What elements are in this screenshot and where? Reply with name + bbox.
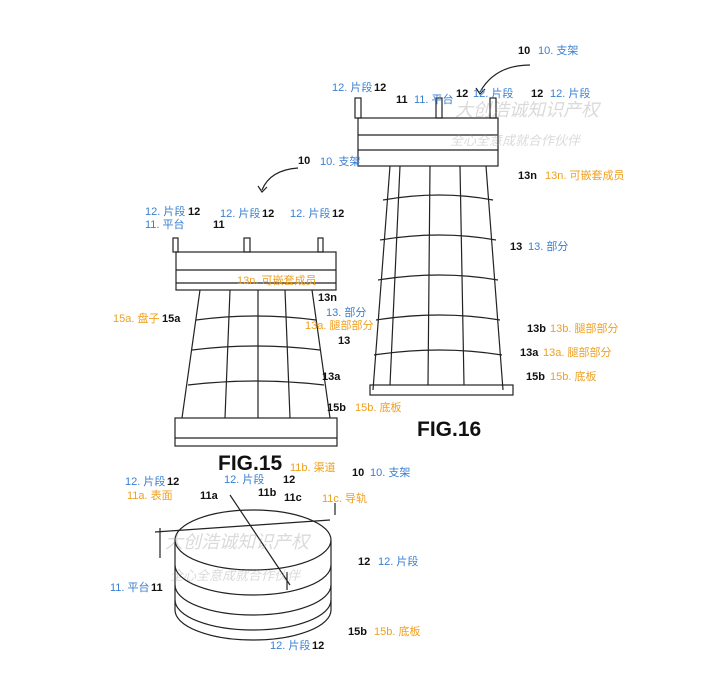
label: 12. 片段 [473,88,514,100]
ref-num: 12 [312,640,325,652]
label: 12. 片段 [378,556,419,568]
ref-num: 13a [322,371,341,383]
ref-num: 10 [298,155,311,167]
ref-num: 12 [167,476,180,488]
label: 11. 平台 [145,219,185,231]
watermark-line2-bottom: 全心全意成就合作伙伴 [170,569,301,584]
ref-num: 11c [284,492,302,504]
ref-num: 12 [358,556,371,568]
label: 10. 支架 [370,467,411,479]
label: 13. 部分 [528,241,569,253]
ref-num: 13a [520,347,539,359]
ref-num: 12 [531,88,544,100]
label: 11a. 表面 [127,490,173,502]
label: 12. 片段 [550,88,591,100]
label: 12. 片段 [290,208,331,220]
ref-num: 11 [396,94,408,106]
label: 12. 片段 [332,82,373,94]
watermark-line1: 大创浩诚知识产权 [455,100,599,121]
label: 11. 平台 [414,94,454,106]
label: 13n. 可嵌套成员 [545,170,625,182]
ref-num: 13 [510,241,523,253]
ref-num: 12 [456,88,469,100]
ref-num: 12 [283,474,296,486]
label: 12. 片段 [224,474,265,486]
ref-num: 15b [526,371,545,383]
bottom-platform [154,494,336,641]
label: 12. 片段 [270,640,311,652]
label: 11c. 导轨 [322,493,368,505]
label: 13. 部分 [326,307,367,319]
label: 12. 片段 [220,208,261,220]
label: 11b. 渠道 [290,462,336,474]
ref-num: 15a [162,313,181,325]
fig16-title: FIG.16 [417,418,482,441]
label: 15b. 底板 [355,402,402,414]
ref-num: 10 [352,467,365,479]
ref-num: 11 [213,219,225,231]
ref-num: 13b [527,323,546,335]
ref-num: 12 [374,82,387,94]
ref-num: 12 [188,206,201,218]
watermark-line2: 全心全意成就合作伙伴 [450,134,581,149]
ref-num: 15b [348,626,367,638]
ref-num: 11 [151,582,163,594]
label: 12. 片段 [125,476,166,488]
label: 13n. 可嵌套成员 [237,275,317,287]
watermark-line1-bottom: 大创浩诚知识产权 [165,532,309,553]
ref-num: 12 [332,208,345,220]
label: 12. 片段 [145,206,186,218]
label: 15b. 底板 [550,371,597,383]
fig15-title: FIG.15 [218,452,283,475]
label: 15b. 底板 [374,626,421,638]
ref-num: 11a [200,490,218,502]
label: 13a. 腿部部分 [305,320,374,332]
fig16-support [354,64,531,396]
label: 10. 支架 [320,156,361,168]
ref-num: 13n [518,170,537,182]
ref-num: 10 [518,45,531,57]
ref-num: 13 [338,335,351,347]
label: 11. 平台 [110,582,150,594]
label: 13b. 腿部部分 [550,323,619,335]
label: 10. 支架 [538,45,579,57]
ref-num: 12 [262,208,275,220]
ref-num: 13n [318,292,337,304]
label: 13a. 腿部部分 [543,347,612,359]
ref-num: 11b [258,487,277,499]
ref-num: 15b [327,402,346,414]
fig15-support [172,167,338,447]
label: 15a. 盘子 [113,313,160,325]
